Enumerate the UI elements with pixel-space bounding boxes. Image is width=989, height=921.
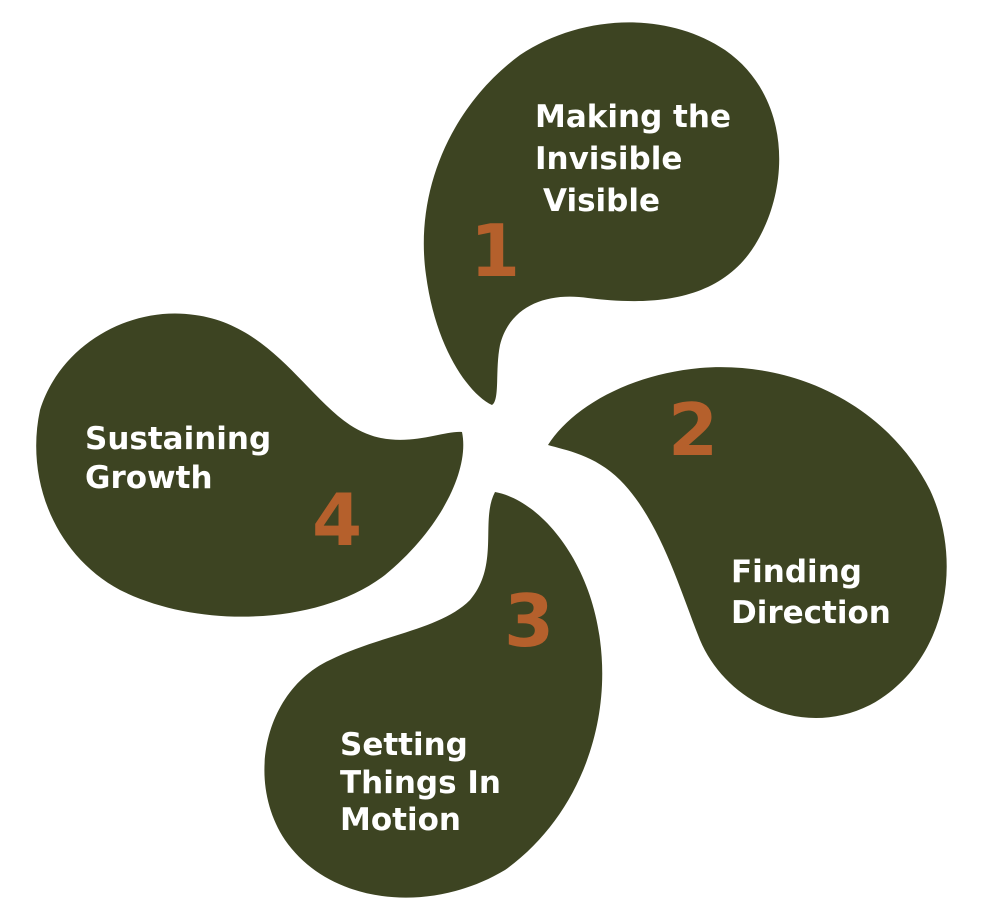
step-2-group: 2 Finding Direction xyxy=(548,367,947,719)
step-1-label-line-1: Making the xyxy=(535,99,731,135)
step-4-label-line-2: Growth xyxy=(85,460,213,496)
step-3-number: 3 xyxy=(504,579,554,663)
step-2-label-line-1: Finding xyxy=(731,554,862,590)
step-4-petal xyxy=(36,313,464,617)
step-2-number: 2 xyxy=(668,388,718,472)
step-1-label-line-2: Invisible xyxy=(535,141,682,177)
step-3-label-line-3: Motion xyxy=(340,802,461,838)
step-2-petal xyxy=(548,367,947,719)
step-4-group: 4 Sustaining Growth xyxy=(36,313,464,617)
step-1-number: 1 xyxy=(470,209,520,293)
step-1-label-line-3: Visible xyxy=(543,183,660,219)
step-2-label-line-2: Direction xyxy=(731,595,891,631)
step-3-label-line-2: Things In xyxy=(340,765,501,801)
step-1-petal xyxy=(423,22,780,405)
step-1-group: 1 Making the Invisible Visible xyxy=(423,22,780,405)
step-4-number: 4 xyxy=(312,478,362,562)
step-3-group: 3 Setting Things In Motion xyxy=(264,492,603,898)
step-4-label-line-1: Sustaining xyxy=(85,421,271,457)
step-3-label-line-1: Setting xyxy=(340,727,468,763)
step-3-petal xyxy=(264,492,603,898)
